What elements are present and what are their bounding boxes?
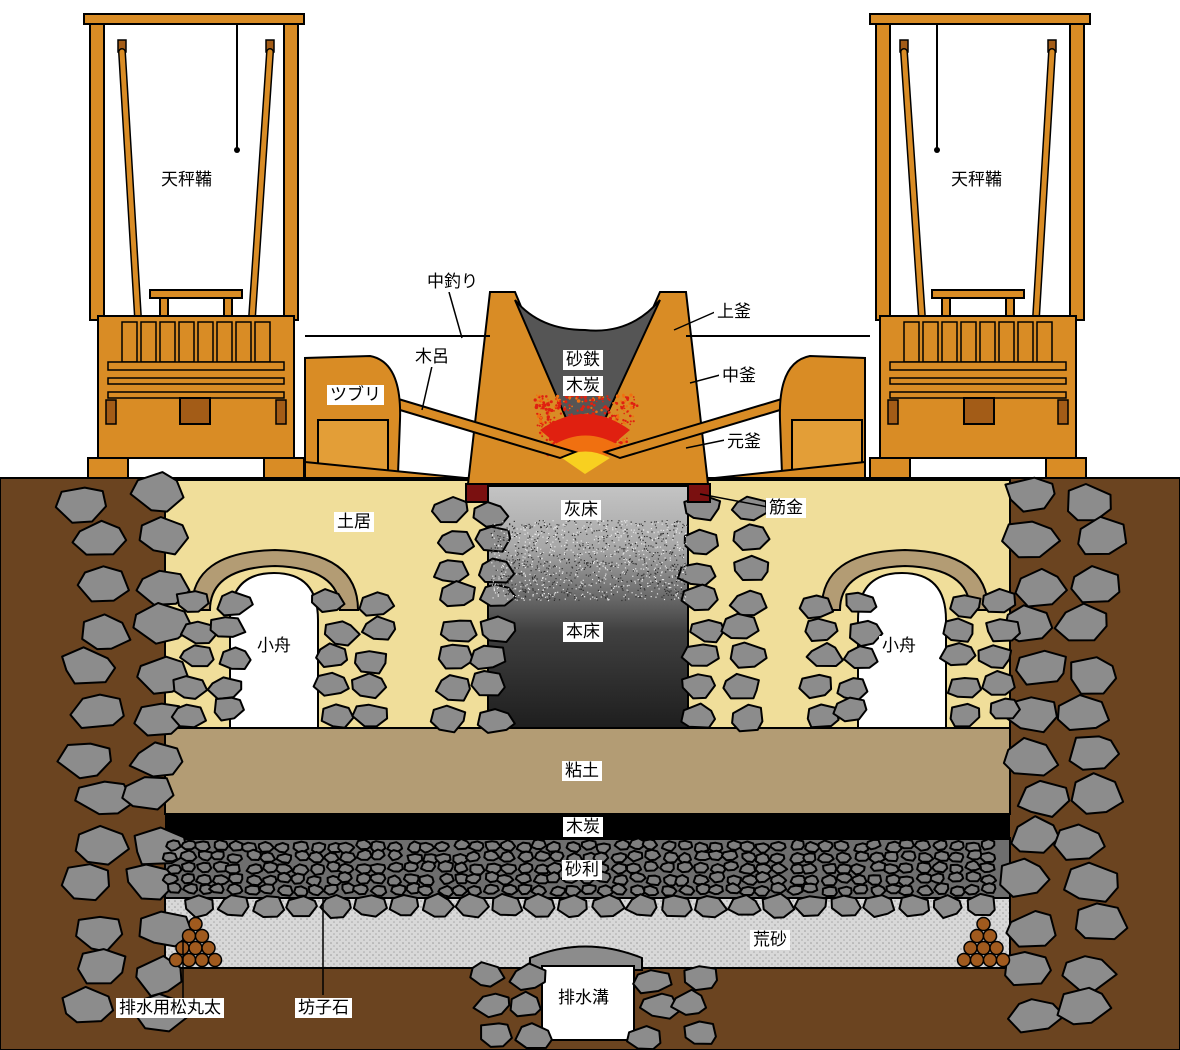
- label-haisui-matsu: 排水用松丸太: [116, 998, 224, 1018]
- label-sujigane: 筋金: [766, 498, 806, 518]
- label-kaitoko: 灰床: [561, 500, 601, 520]
- leader-lines: [182, 291, 769, 1000]
- label-hondoko: 本床: [563, 622, 603, 642]
- label-kiro: 木呂: [412, 347, 452, 367]
- fire-yellow: [562, 451, 610, 474]
- label-tsuchii: 土居: [334, 512, 374, 532]
- tenbin-bellows-right: [869, 13, 1091, 479]
- label-mokutan-furnace: 木炭: [563, 376, 603, 396]
- label-mokutan-layer: 木炭: [563, 817, 603, 837]
- tsuburi-right: [714, 354, 866, 479]
- stone-walls: [54, 471, 1129, 1050]
- label-arazuna: 荒砂: [750, 930, 790, 950]
- pine-logs: [168, 916, 1011, 968]
- label-kobune-left: 小舟: [254, 636, 294, 656]
- label-tenbin-right: 天秤鞴: [948, 170, 1005, 190]
- label-motogama: 元釜: [724, 432, 764, 452]
- hearth: [487, 485, 689, 729]
- sujigane-left: [465, 483, 489, 503]
- label-satetsu: 砂鉄: [563, 350, 603, 370]
- label-nendo: 粘土: [562, 761, 602, 781]
- label-nakatsuri: 中釣り: [424, 272, 481, 292]
- label-nakagama: 中釜: [719, 366, 759, 386]
- label-haisuiko: 排水溝: [555, 988, 612, 1008]
- label-jari: 砂利: [562, 860, 602, 880]
- tenbin-bellows-left: [83, 13, 305, 479]
- furnace: [465, 291, 711, 503]
- sujigane-right: [687, 483, 711, 503]
- label-tenbin-left: 天秤鞴: [158, 170, 215, 190]
- label-bouzuishi: 坊子石: [295, 998, 352, 1018]
- label-tsuburi: ツブリ: [327, 385, 384, 405]
- label-uwagama: 上釜: [714, 302, 754, 322]
- label-kobune-right: 小舟: [879, 636, 919, 656]
